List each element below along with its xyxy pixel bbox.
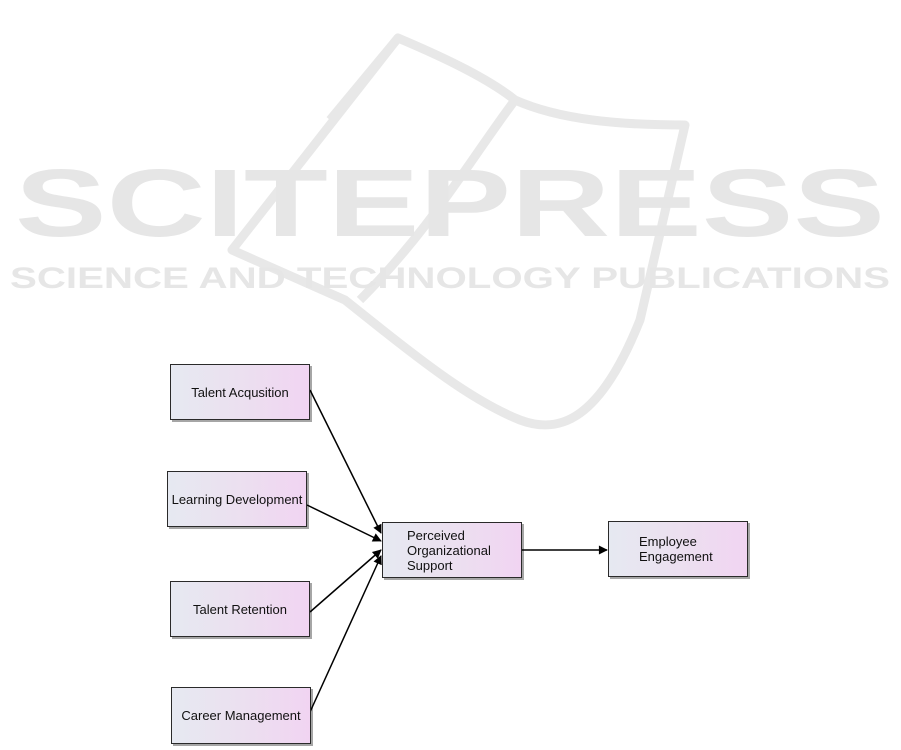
node-perceived-organizational-support: Perceived Organizational Support: [382, 522, 522, 578]
node-employee-engagement-label: Employee Engagement: [639, 534, 713, 564]
node-learning-development: Learning Development: [167, 471, 307, 527]
node-talent-acquisition: Talent Acqusition: [170, 364, 310, 420]
node-employee-engagement: Employee Engagement: [608, 521, 748, 577]
edge-career-management-to-pos: [310, 556, 381, 712]
node-talent-acquisition-label: Talent Acqusition: [191, 385, 289, 400]
node-talent-retention: Talent Retention: [170, 581, 310, 637]
node-career-management: Career Management: [171, 687, 311, 744]
node-learning-development-label: Learning Development: [172, 492, 303, 507]
node-talent-retention-label: Talent Retention: [193, 602, 287, 617]
node-career-management-label: Career Management: [181, 708, 300, 723]
node-perceived-organizational-support-label: Perceived Organizational Support: [407, 528, 491, 573]
